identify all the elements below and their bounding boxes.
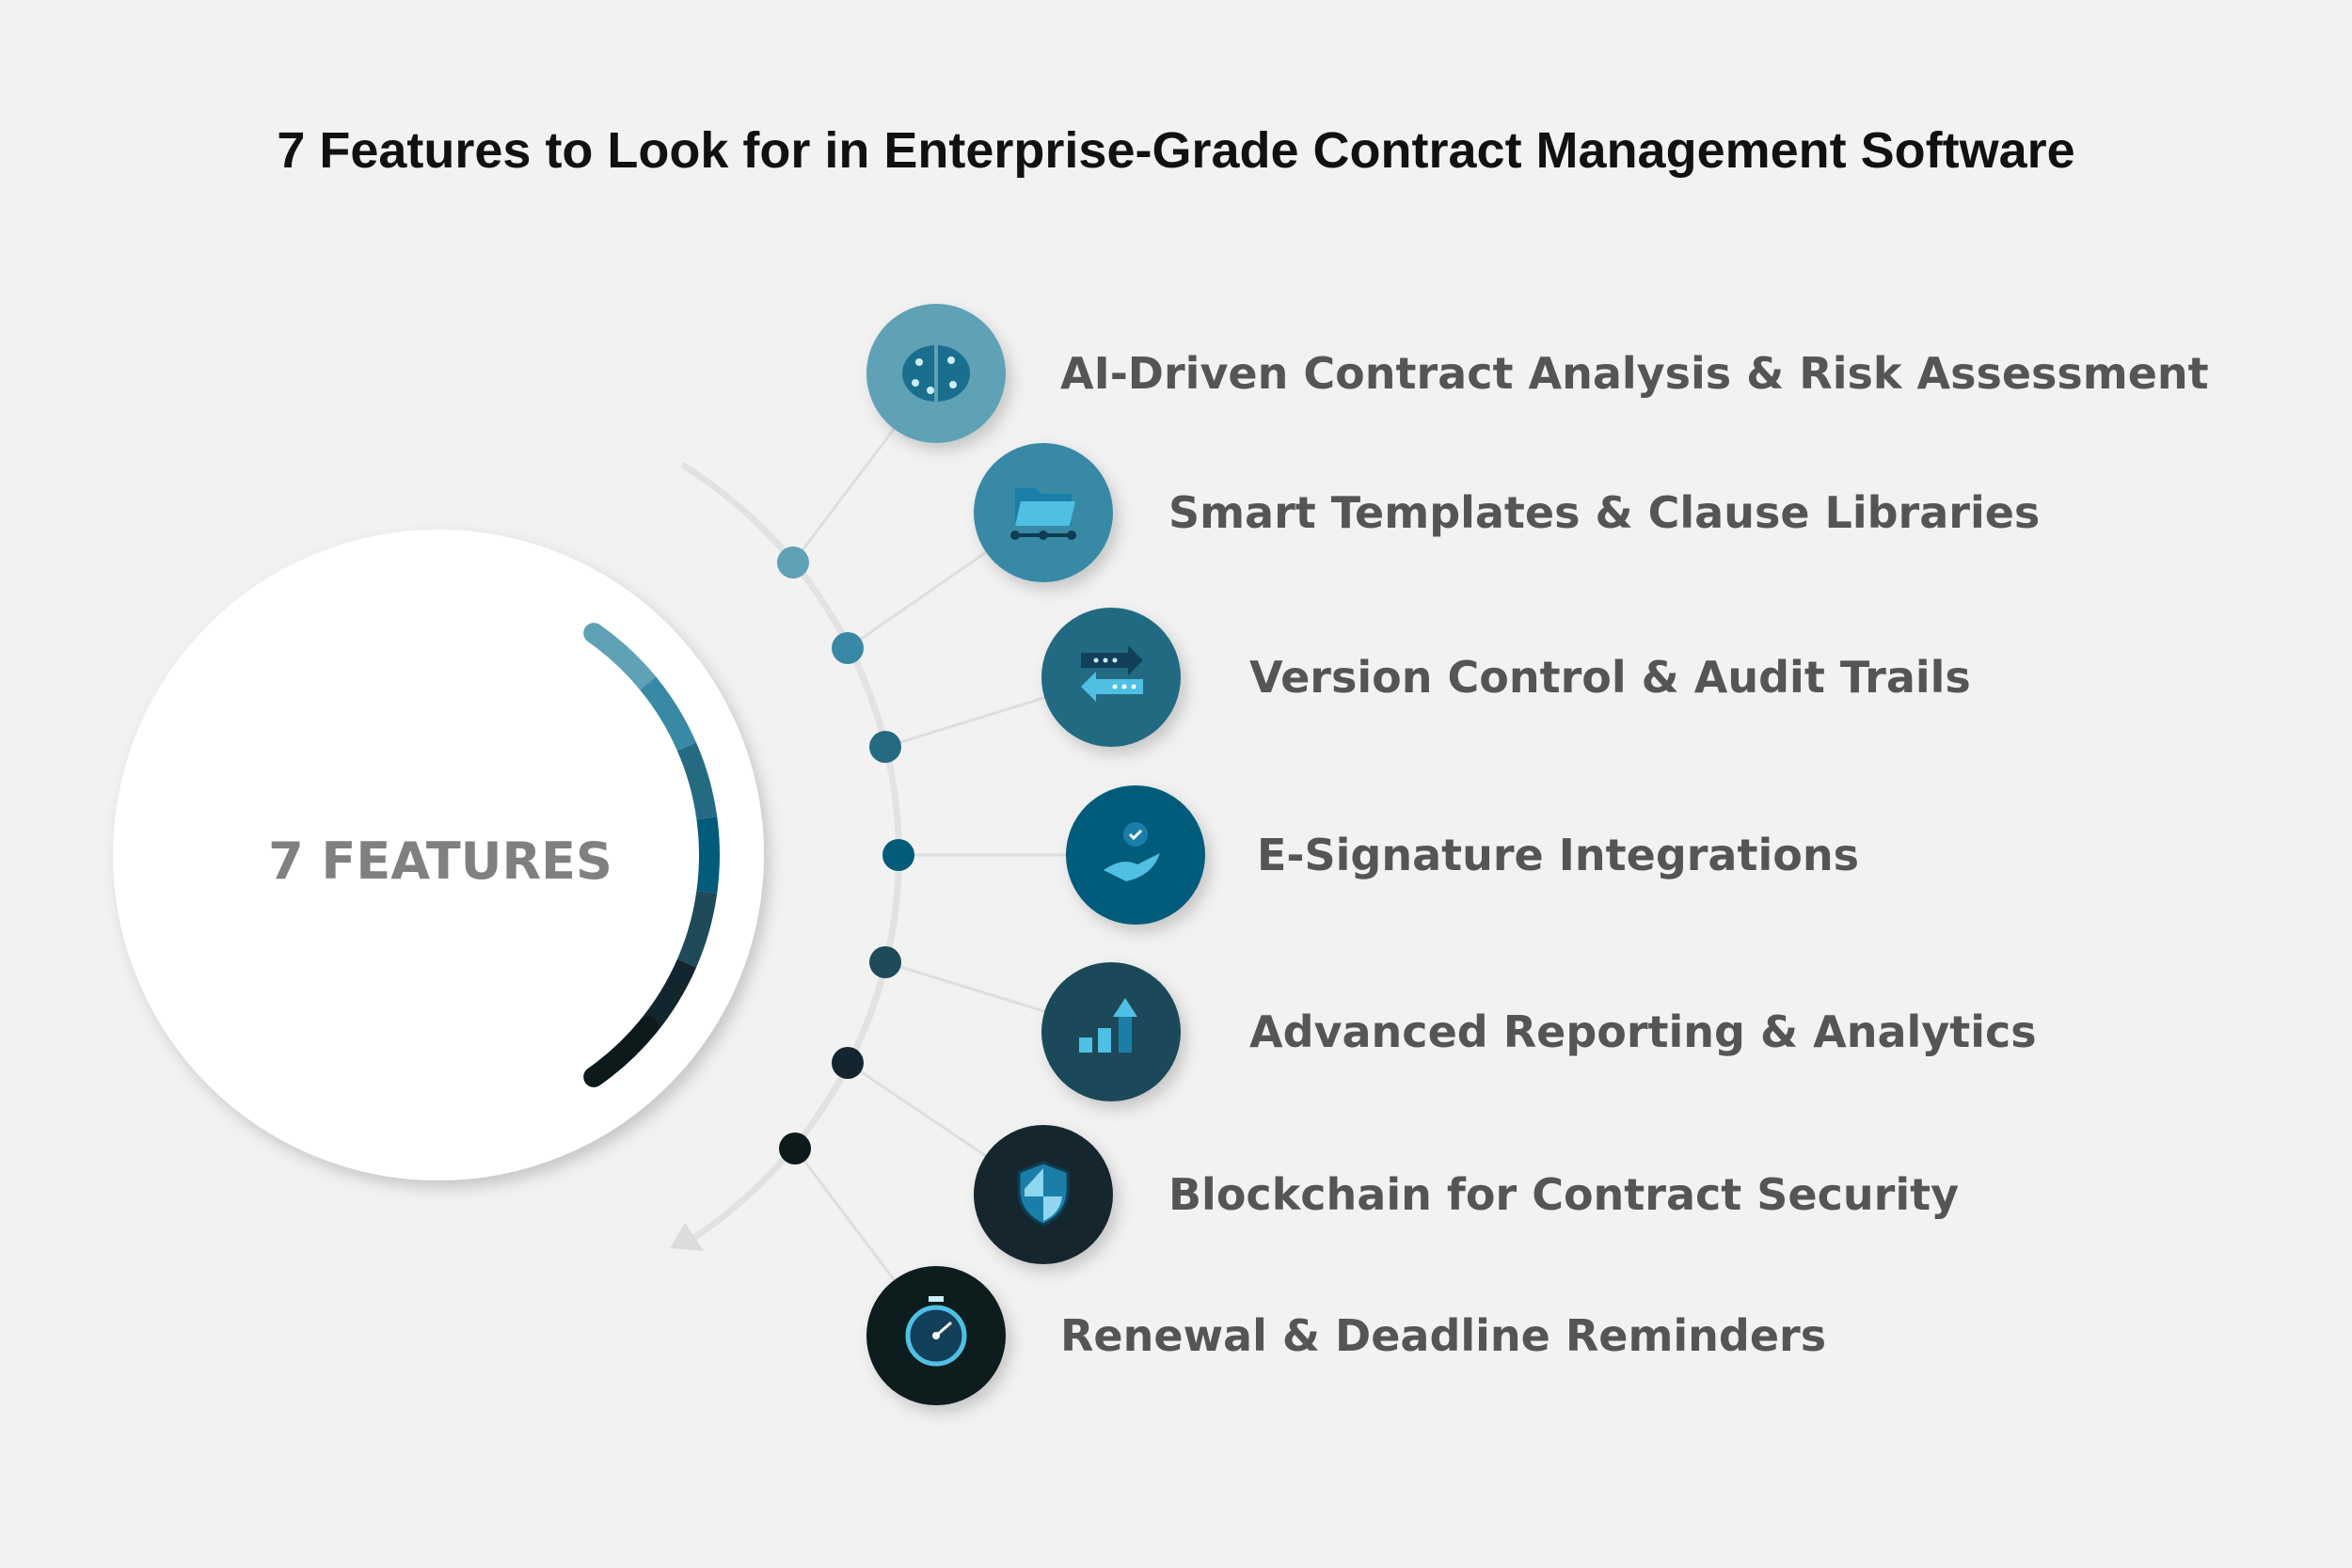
feature-label: AI-Driven Contract Analysis & Risk Asses… xyxy=(1060,348,2209,399)
timeline-dot xyxy=(777,546,809,578)
feature-icon-circle xyxy=(1041,608,1181,747)
feature-item: Advanced Reporting & Analytics xyxy=(869,946,2037,1101)
timeline-dot xyxy=(832,1047,864,1079)
arc-segment xyxy=(696,816,720,894)
feature-label: Renewal & Deadline Reminders xyxy=(1060,1310,1826,1361)
feature-item: Renewal & Deadline Reminders xyxy=(779,1132,1826,1405)
feature-item: AI-Driven Contract Analysis & Risk Asses… xyxy=(777,304,2209,578)
arc-segment xyxy=(676,742,718,820)
feature-item: E-Signature Integrations xyxy=(882,785,1859,925)
arc-segment xyxy=(583,623,659,694)
feature-item: Smart Templates & Clause Libraries xyxy=(832,443,2040,664)
brain-icon xyxy=(902,345,970,402)
feature-label: Version Control & Audit Trails xyxy=(1249,652,1971,703)
feature-item: Version Control & Audit Trails xyxy=(869,608,1971,763)
arc-segment xyxy=(640,676,697,752)
hand-check-icon xyxy=(1104,822,1160,881)
timeline-dot xyxy=(869,946,901,978)
segmented-arc xyxy=(583,623,720,1087)
arc-segment xyxy=(676,890,718,968)
feature-item: Blockchain for Contract Security xyxy=(832,1047,1959,1264)
bar-chart-arrow-icon xyxy=(1079,998,1137,1053)
center-label: 7 FEATURES xyxy=(268,832,612,891)
timeline-dot xyxy=(869,731,901,763)
feature-label: Blockchain for Contract Security xyxy=(1168,1169,1959,1220)
timeline-dot xyxy=(832,632,864,664)
feature-label: Smart Templates & Clause Libraries xyxy=(1168,487,2040,538)
shield-icon xyxy=(1017,1161,1070,1227)
feature-label: E-Signature Integrations xyxy=(1257,830,1859,880)
folder-network-icon xyxy=(1010,488,1076,540)
feature-label: Advanced Reporting & Analytics xyxy=(1249,1006,2037,1057)
center-circle xyxy=(113,530,764,1180)
timeline-dot xyxy=(882,839,914,871)
timeline-dot xyxy=(779,1132,811,1164)
exchange-arrows-icon xyxy=(1081,645,1143,702)
arc-segment xyxy=(583,1016,659,1087)
arrow-head-icon xyxy=(670,1223,704,1251)
feature-icon-circle xyxy=(1066,785,1205,925)
stopwatch-icon xyxy=(905,1296,967,1367)
page-title: 7 Features to Look for in Enterprise-Gra… xyxy=(277,122,2074,179)
